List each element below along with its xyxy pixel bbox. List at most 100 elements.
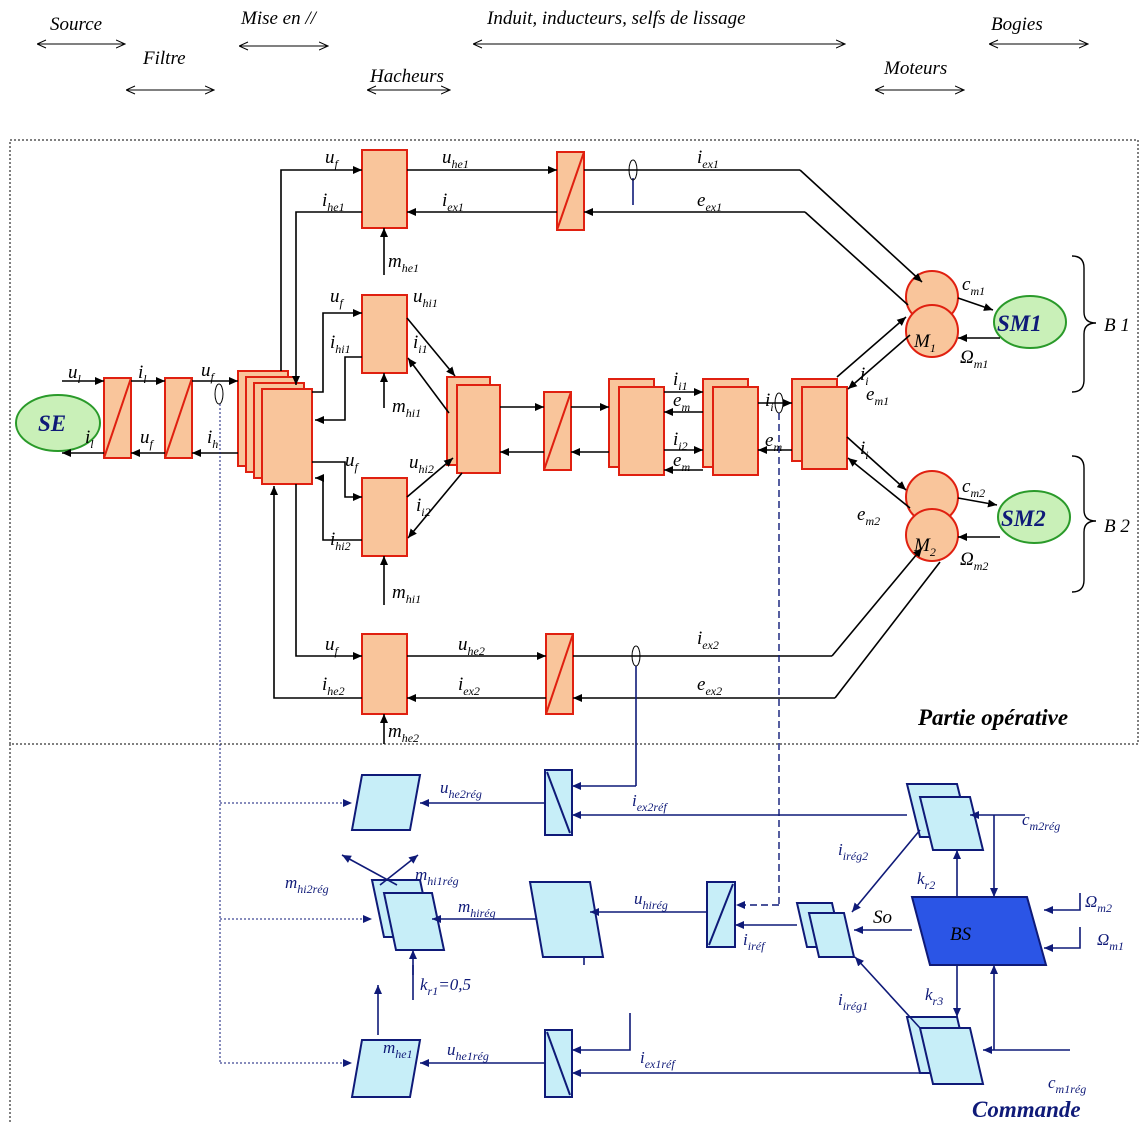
bogie-sm1-label: SM1	[997, 311, 1042, 336]
excitation-1-diagonal	[556, 151, 585, 231]
so-label: So	[873, 907, 892, 928]
ctrl-cm2-block-front	[918, 796, 985, 851]
signal-label-cm1: cm1	[962, 274, 985, 298]
signal-label-cm1reg: cm1rég	[1048, 1073, 1086, 1096]
header-filtre: Filtre	[142, 48, 186, 69]
signal-label-Om2: Ωm2	[960, 549, 988, 573]
signal-label-uf: uf	[345, 450, 360, 474]
signal-label-iex1ref: iex1réf	[640, 1048, 676, 1071]
signal-label-uf: uf	[140, 427, 155, 451]
signal-label-kr3: kr3	[925, 985, 943, 1008]
filter-block-1-diagonal	[103, 377, 132, 459]
signal-label-ii2: ii2	[416, 495, 431, 519]
signal-label-il: il	[85, 427, 94, 451]
signal-label-uhe1reg: uhe1rég	[447, 1040, 489, 1063]
signal-label-mhi1: mhi1	[392, 582, 421, 606]
bs-block	[910, 896, 1048, 966]
signal-label-cm2: cm2	[962, 476, 985, 500]
coupling-u-block-front	[456, 384, 501, 474]
coupling-block-4	[261, 388, 313, 485]
bs-label: BS	[950, 924, 972, 945]
split-block-front	[801, 386, 848, 470]
signal-label-kr1: kr1=0,5	[420, 975, 471, 998]
command-arrows	[219, 404, 1081, 1077]
signal-label-iex2ref: iex2réf	[632, 791, 668, 814]
signal-label-em: em	[673, 450, 690, 474]
motor-1-circle	[905, 304, 959, 358]
signal-label-em1: em1	[866, 384, 889, 408]
bogie-sm2-label: SM2	[1001, 506, 1046, 531]
commande-label: Commande	[972, 1097, 1081, 1122]
signal-label-uhe2reg: uhe2rég	[440, 778, 482, 801]
signal-label-Om2: Ωm2	[1085, 892, 1112, 915]
source-se-node	[15, 394, 101, 452]
signal-label-iiref: iiréf	[743, 930, 766, 953]
excitation-2-diagonal	[545, 633, 574, 715]
operative-frame	[9, 139, 1139, 745]
coupling-em2-block-front	[712, 386, 759, 476]
signal-label-mhi1: mhi1	[392, 396, 421, 420]
signal-label-em2: em2	[857, 504, 880, 528]
armature-diagonal	[543, 391, 572, 471]
bogie-b1-label: B 1	[1104, 315, 1130, 336]
signal-label-mhe1: mhe1	[383, 1038, 413, 1061]
signal-label-il: il	[138, 362, 147, 386]
signal-label-uf: uf	[325, 147, 340, 171]
signal-label-ih: ih	[207, 427, 218, 451]
bogie-b2-label: B 2	[1104, 516, 1130, 537]
signal-label-eex1: eex1	[697, 190, 722, 214]
signal-label-mhe1: mhe1	[388, 251, 419, 275]
signal-label-iex2: iex2	[458, 674, 480, 698]
signal-label-iex1: iex1	[697, 147, 719, 171]
header-mise-en: Mise en //	[240, 8, 318, 29]
ctrl-so-block-front	[807, 912, 856, 958]
signal-label-Om1: Ωm1	[960, 347, 988, 371]
chopper-hi1-block	[361, 294, 408, 374]
header-moteurs: Moteurs	[883, 58, 947, 79]
command-blocks	[350, 769, 1048, 1098]
chopper-he2-block	[361, 633, 408, 715]
signal-label-uhe1: uhe1	[442, 147, 469, 171]
signal-label-iex2: iex2	[697, 628, 719, 652]
header-induit: Induit, inducteurs, selfs de lissage	[486, 8, 746, 29]
signal-label-iex1: iex1	[442, 190, 464, 214]
coupling-em-block-front	[618, 386, 665, 476]
operative-arrows	[62, 159, 1097, 744]
signal-label-em: em	[765, 430, 782, 454]
operative-node-text: SE SM1 SM2 M1 M2 B 1 B 2 Partie opérativ…	[38, 311, 1130, 730]
chopper-he1-block	[361, 149, 408, 229]
source-se-label: SE	[38, 411, 66, 436]
signal-label-iireg1: iirég1	[838, 990, 868, 1013]
ctrl-he1-block	[350, 1039, 422, 1098]
bogie-sm1-node	[993, 295, 1067, 349]
signal-label-Om1: Ωm1	[1097, 930, 1124, 953]
signal-label-uhi1: uhi1	[413, 286, 438, 310]
motor-1-label: M1	[913, 331, 936, 355]
command-text: Commande BS So	[873, 907, 1081, 1122]
signal-label-ihe1: ihe1	[322, 190, 345, 214]
ctrl-he2-block	[350, 774, 422, 831]
signal-label-uf: uf	[201, 360, 216, 384]
motor-2-label: M2	[913, 535, 936, 559]
signal-label-mhe2: mhe2	[388, 721, 419, 745]
header-bar: Source Filtre Mise en // Hacheurs Induit…	[38, 8, 1088, 90]
signal-label-eex2: eex2	[697, 674, 722, 698]
signal-label-cm2reg: cm2rég	[1022, 810, 1060, 833]
signal-label-ii: ii	[860, 438, 869, 462]
partie-operative-label: Partie opérative	[917, 705, 1068, 730]
ctrl-cm1-block-front	[918, 1027, 985, 1085]
header-hacheurs: Hacheurs	[369, 66, 444, 87]
signal-label-kr2: kr2	[917, 869, 935, 892]
signal-label-uhi2: uhi2	[409, 452, 434, 476]
signal-label-uf: uf	[325, 634, 340, 658]
signal-label-ii1: ii1	[673, 369, 688, 393]
signal-label-uhireg: uhirég	[634, 889, 668, 912]
signal-label-ii2: ii2	[673, 429, 688, 453]
signal-label-uf: uf	[330, 286, 345, 310]
signal-label-mhi1reg: mhi1rég	[415, 865, 459, 888]
signal-label-mhi2reg: mhi2rég	[285, 873, 329, 896]
header-source: Source	[50, 14, 102, 35]
chopper-hi2-block	[361, 477, 408, 557]
